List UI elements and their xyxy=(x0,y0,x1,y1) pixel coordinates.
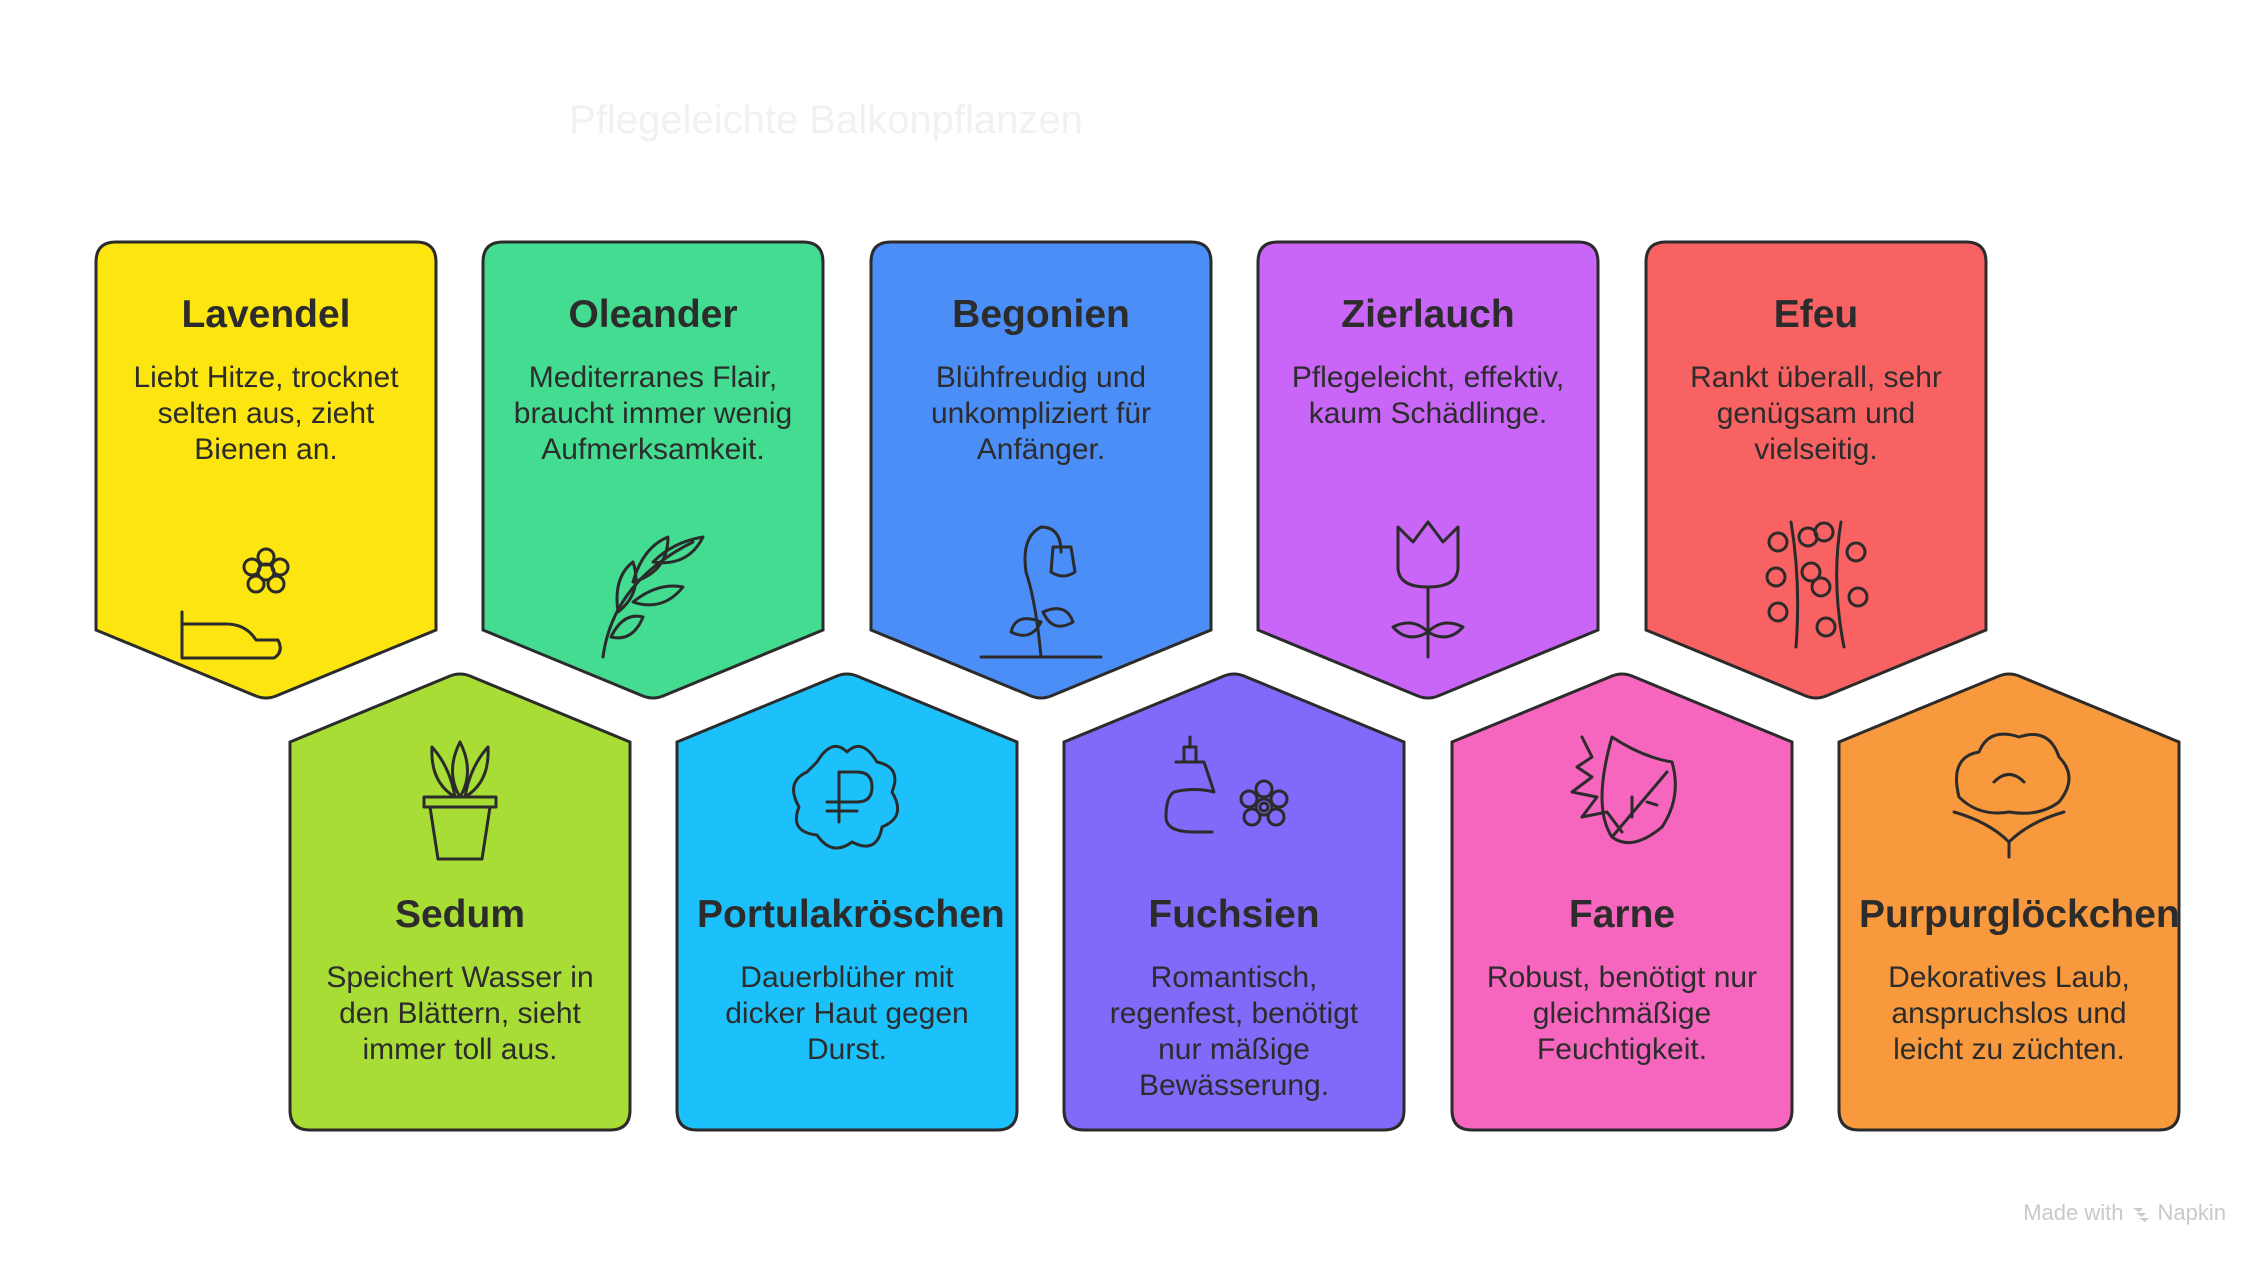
bottom-card-3 xyxy=(1450,672,1794,1132)
top-card-shape-1 xyxy=(481,240,825,700)
card-description: Liebt Hitze, trocknet selten aus, zieht … xyxy=(133,361,399,466)
top-card-shape-3 xyxy=(1256,240,1600,700)
watermark: Made with Napkin xyxy=(2023,1200,2226,1226)
bottom-card-shape-0 xyxy=(288,672,632,1132)
card-description: Pflegeleicht, effektiv, kaum Schädlinge. xyxy=(1291,361,1565,430)
card-title: Farne xyxy=(1568,893,1676,936)
card-title: Portulakröschen xyxy=(697,893,1005,936)
bottom-card-2 xyxy=(1062,672,1406,1132)
top-card-0 xyxy=(94,240,438,700)
bottom-card-0 xyxy=(288,672,632,1132)
page-title: Pflegeleichte Balkonpflanzen xyxy=(569,98,1083,142)
card-description: Dekoratives Laub, anspruchslos und leich… xyxy=(1888,961,2130,1066)
bottom-card-4 xyxy=(1837,672,2181,1132)
top-card-shape-2 xyxy=(869,240,1213,700)
top-card-1 xyxy=(481,240,825,700)
card-title: Fuchsien xyxy=(1148,893,1320,936)
hand-flower-icon xyxy=(180,547,290,660)
card-description: Dauerblüher mit dicker Haut gegen Durst. xyxy=(725,961,969,1066)
card-description: Romantisch, regenfest, benötigt nur mäßi… xyxy=(1109,961,1359,1102)
top-card-shape-0 xyxy=(94,240,438,700)
card-description: Rankt überall, sehr genügsam und vielsei… xyxy=(1690,361,1942,466)
ivy-icon xyxy=(1765,520,1869,649)
top-card-2 xyxy=(869,240,1213,700)
spray-flower-icon xyxy=(1164,735,1289,834)
card-description: Blühfreudig und unkompliziert für Anfäng… xyxy=(930,361,1152,466)
card-description: Mediterranes Flair, braucht immer wenig … xyxy=(513,361,793,466)
branch-leaves-icon xyxy=(601,535,705,659)
card-description: Speichert Wasser in den Blättern, sieht … xyxy=(326,961,594,1066)
napkin-logo-icon xyxy=(2132,1208,2149,1222)
card-title: Lavendel xyxy=(181,293,351,336)
ruble-flower-icon xyxy=(792,744,900,850)
card-title: Purpurglöckchen xyxy=(1859,893,2180,936)
card-title: Sedum xyxy=(394,893,526,936)
bottom-card-shape-1 xyxy=(675,672,1019,1132)
bottom-card-1 xyxy=(675,672,1019,1132)
watermark-prefix: Made with xyxy=(2023,1200,2124,1225)
bottom-card-shape-2 xyxy=(1062,672,1406,1132)
card-title: Begonien xyxy=(952,293,1130,336)
top-card-4 xyxy=(1644,240,1988,700)
card-description: Robust, benötigt nur gleichmäßige Feucht… xyxy=(1486,961,1758,1066)
card-title: Efeu xyxy=(1773,293,1859,336)
card-title: Oleander xyxy=(568,293,738,336)
watermark-brand: Napkin xyxy=(2157,1200,2226,1225)
bottom-card-shape-4 xyxy=(1837,672,2181,1132)
tulip-icon xyxy=(1391,520,1465,659)
tree-icon xyxy=(1952,732,2071,859)
top-card-shape-4 xyxy=(1644,240,1988,700)
wilting-flower-icon xyxy=(979,525,1103,659)
card-title: Zierlauch xyxy=(1341,293,1515,336)
top-card-3 xyxy=(1256,240,1600,700)
leaves-icon xyxy=(1570,735,1677,845)
bottom-card-shape-3 xyxy=(1450,672,1794,1132)
potted-plant-icon xyxy=(422,740,498,861)
